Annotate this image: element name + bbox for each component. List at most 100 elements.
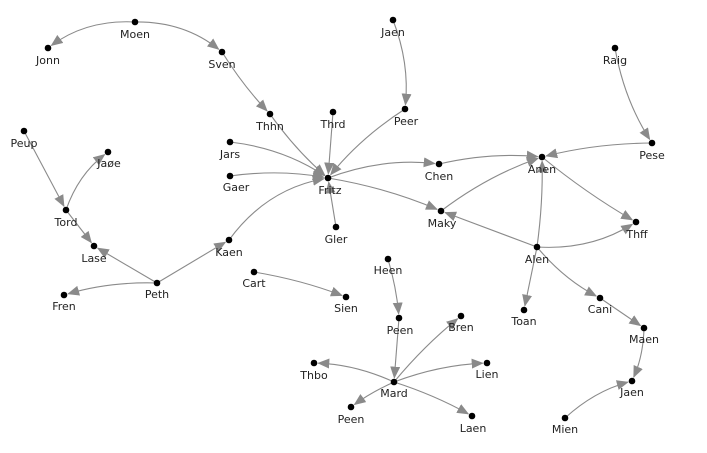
node-dot[interactable] xyxy=(225,236,233,244)
node-dot[interactable] xyxy=(648,139,656,147)
node-dot[interactable] xyxy=(533,243,541,251)
edge-maen-to-jaen2 xyxy=(633,327,645,378)
edge-thrd-to-fritz xyxy=(324,111,335,175)
node-label: Sven xyxy=(208,58,235,71)
node-dot[interactable] xyxy=(90,242,98,250)
node-maen[interactable]: Maen xyxy=(629,324,659,346)
node-pese[interactable]: Pese xyxy=(639,139,665,162)
node-label: Alen xyxy=(525,253,549,266)
node-dot[interactable] xyxy=(628,377,636,385)
node-gaer[interactable]: Gaer xyxy=(223,172,250,194)
node-dot[interactable] xyxy=(250,268,258,276)
node-dot[interactable] xyxy=(226,138,234,146)
edge-chen-to-anen xyxy=(438,150,539,165)
node-dot[interactable] xyxy=(332,223,340,231)
node-dot[interactable] xyxy=(62,206,70,214)
node-dot[interactable] xyxy=(329,108,337,116)
node-sien[interactable]: Sien xyxy=(334,293,358,315)
node-thhn[interactable]: Thhn xyxy=(255,110,284,133)
edge-alen-to-cani xyxy=(536,246,598,297)
node-jaen2[interactable]: Jaen xyxy=(619,377,644,399)
node-dot[interactable] xyxy=(20,127,28,135)
node-dot[interactable] xyxy=(324,174,332,182)
node-moen[interactable]: Moen xyxy=(120,18,150,41)
edge-peup-to-tord xyxy=(23,130,65,208)
node-cart[interactable]: Cart xyxy=(242,268,266,290)
node-label: Peup xyxy=(11,137,38,150)
node-jaen1[interactable]: Jaen xyxy=(380,16,405,39)
node-dot[interactable] xyxy=(561,414,569,422)
node-lien[interactable]: Lien xyxy=(476,359,499,381)
node-tord[interactable]: Tord xyxy=(54,206,78,229)
node-dot[interactable] xyxy=(342,293,350,301)
node-dot[interactable] xyxy=(266,110,274,118)
node-label: Fren xyxy=(52,300,76,313)
node-dot[interactable] xyxy=(44,44,52,52)
node-dot[interactable] xyxy=(401,105,409,113)
node-dot[interactable] xyxy=(390,378,398,386)
node-dot[interactable] xyxy=(611,44,619,52)
node-dot[interactable] xyxy=(520,306,528,314)
node-dot[interactable] xyxy=(596,294,604,302)
node-dot[interactable] xyxy=(347,403,355,411)
node-label: Peer xyxy=(394,115,419,128)
node-thbo[interactable]: Thbo xyxy=(299,359,328,382)
node-peer[interactable]: Peer xyxy=(394,105,419,128)
node-kaen[interactable]: Kaen xyxy=(215,236,243,259)
edge-kaen-to-fritz xyxy=(228,175,325,241)
node-maky[interactable]: Maky xyxy=(428,207,457,230)
node-dot[interactable] xyxy=(468,412,476,420)
edge-mard-to-bren xyxy=(393,318,459,383)
node-peen2[interactable]: Peen xyxy=(338,403,365,426)
edge-pese-to-anen xyxy=(545,142,653,159)
node-dot[interactable] xyxy=(435,160,443,168)
node-dot[interactable] xyxy=(640,324,648,332)
node-bren[interactable]: Bren xyxy=(448,312,474,334)
node-sven[interactable]: Sven xyxy=(208,48,236,71)
node-alen[interactable]: Alen xyxy=(525,243,549,266)
node-fren[interactable]: Fren xyxy=(52,291,76,313)
node-cani[interactable]: Cani xyxy=(588,294,612,316)
node-mien[interactable]: Mien xyxy=(552,414,578,436)
node-jars[interactable]: Jars xyxy=(219,138,241,161)
node-peth[interactable]: Peth xyxy=(145,279,169,301)
node-dot[interactable] xyxy=(457,312,465,320)
node-thff[interactable]: Thff xyxy=(625,218,648,241)
edge-peth-to-lase xyxy=(96,247,158,284)
node-dot[interactable] xyxy=(218,48,226,56)
edge-peth-to-fren xyxy=(67,282,158,296)
node-dot[interactable] xyxy=(483,359,491,367)
node-jonn[interactable]: Jonn xyxy=(35,44,60,67)
node-raig[interactable]: Raig xyxy=(603,44,627,67)
node-dot[interactable] xyxy=(395,314,403,322)
node-toan[interactable]: Toan xyxy=(510,306,537,328)
edge-raig-to-pese xyxy=(614,47,651,141)
node-jaoe[interactable]: Jaøe xyxy=(96,148,121,170)
node-dot[interactable] xyxy=(389,16,397,24)
node-dot[interactable] xyxy=(310,359,318,367)
node-dot[interactable] xyxy=(632,218,640,226)
node-anen[interactable]: Anen xyxy=(528,153,556,176)
node-dot[interactable] xyxy=(384,255,392,263)
node-dot[interactable] xyxy=(226,172,234,180)
node-dot[interactable] xyxy=(60,291,68,299)
node-heen[interactable]: Heen xyxy=(374,255,403,277)
node-lase[interactable]: Lase xyxy=(81,242,107,265)
node-dot[interactable] xyxy=(437,207,445,215)
node-label: Raig xyxy=(603,54,627,67)
node-mard[interactable]: Mard xyxy=(380,378,408,400)
node-dot[interactable] xyxy=(538,153,546,161)
node-thrd[interactable]: Thrd xyxy=(319,108,346,131)
node-fritz[interactable]: Fritz xyxy=(318,174,342,197)
node-dot[interactable] xyxy=(153,279,161,287)
node-label: Heen xyxy=(374,264,403,277)
node-laen[interactable]: Laen xyxy=(460,412,487,435)
node-peen1[interactable]: Peen xyxy=(387,314,414,337)
node-gler[interactable]: Gler xyxy=(325,223,348,246)
node-dot[interactable] xyxy=(104,148,112,156)
node-peup[interactable]: Peup xyxy=(11,127,38,150)
node-dot[interactable] xyxy=(131,18,139,26)
edge-cart-to-sien xyxy=(253,271,343,297)
node-chen[interactable]: Chen xyxy=(425,160,453,183)
